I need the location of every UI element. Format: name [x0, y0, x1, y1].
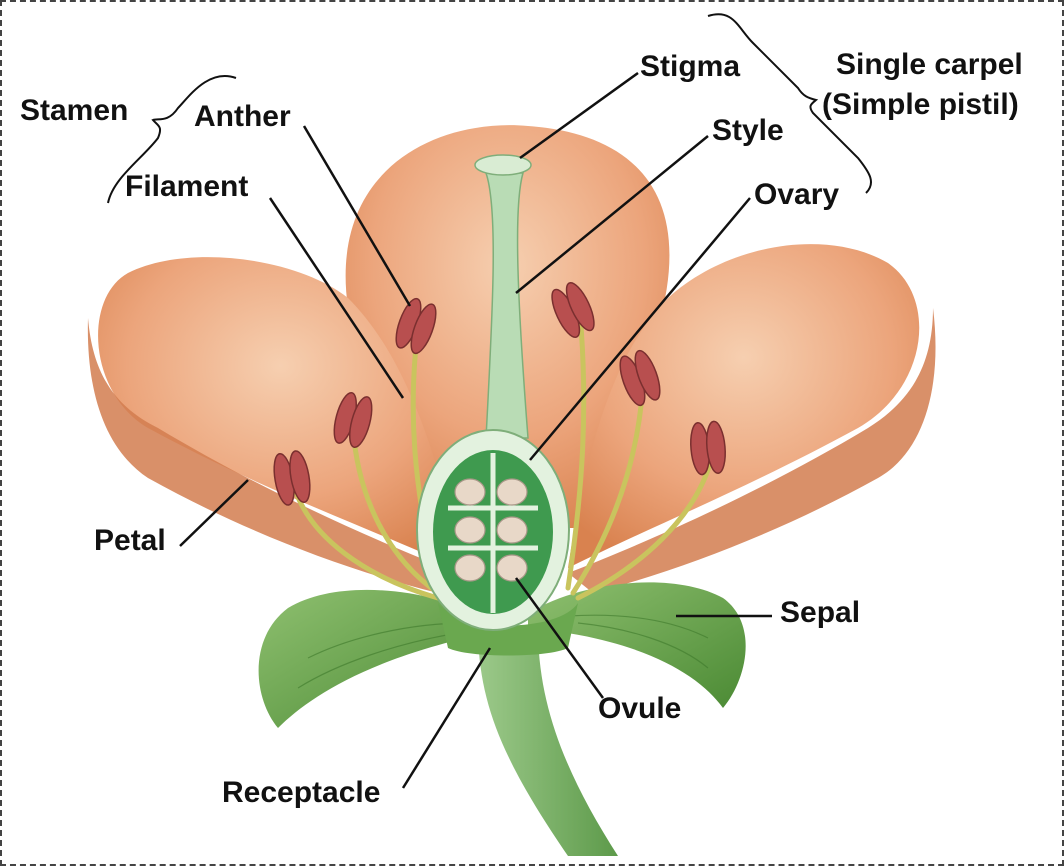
leader-lines	[179, 71, 772, 789]
receptacle	[438, 603, 578, 656]
stamen-bracket	[107, 75, 237, 204]
label-filament: Filament	[125, 170, 249, 203]
label-stamen: Stamen	[20, 94, 129, 127]
carpel-bracket	[707, 13, 873, 194]
flower-diagram: Stamen Anther Filament Stigma Style Ovar…	[8, 8, 1060, 856]
right-petal	[568, 244, 920, 568]
label-single-carpel: Single carpel	[836, 48, 1023, 81]
right-petal-fold	[568, 308, 936, 593]
label-style: Style	[712, 114, 784, 147]
label-receptacle: Receptacle	[222, 776, 381, 809]
label-petal: Petal	[94, 524, 166, 557]
label-sepal: Sepal	[780, 596, 861, 629]
right-sepal	[528, 582, 746, 708]
ovules	[454, 478, 528, 582]
stem	[478, 628, 618, 856]
flower-illustration	[87, 13, 936, 856]
label-ovule: Ovule	[598, 692, 682, 725]
stigma	[474, 154, 532, 176]
label-stigma: Stigma	[640, 50, 741, 83]
left-petal	[98, 257, 463, 568]
label-ovary: Ovary	[754, 178, 840, 211]
style	[484, 172, 529, 439]
label-simple-pistil: (Simple pistil)	[822, 88, 1019, 121]
label-anther: Anther	[194, 100, 291, 133]
